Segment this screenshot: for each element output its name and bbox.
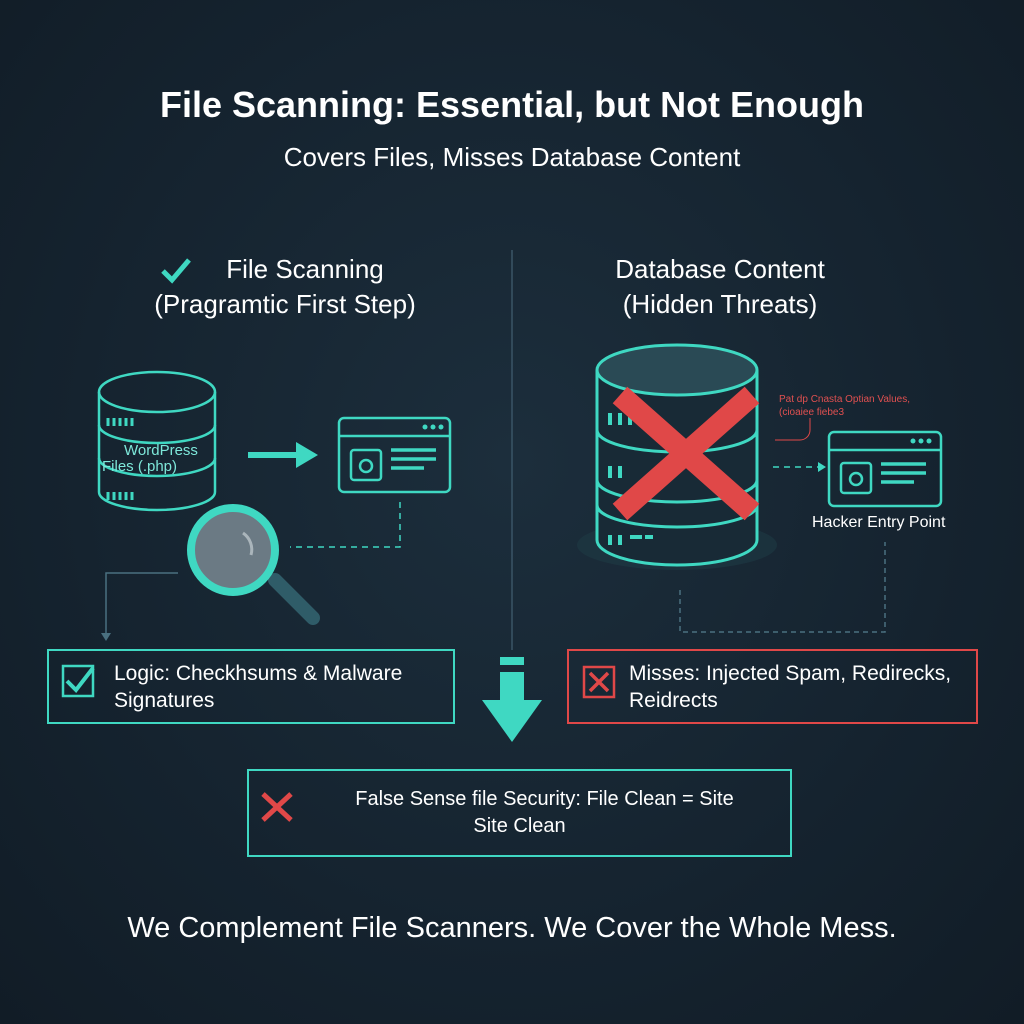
page-title: File Scanning: Essential, but Not Enough xyxy=(159,84,865,125)
logic-text: Logic: Checkhsums & Malware Signatures xyxy=(114,661,403,712)
db-label-line2: Files (.php) xyxy=(102,458,178,475)
hacker-entry-label: Hacker Entry Point xyxy=(812,514,946,531)
misses-box: Misses: Injected Spam, Redirecks, Reidre… xyxy=(567,649,978,724)
annotation-line1: Pat dp Cnasta Optian Values, xyxy=(779,394,911,405)
threat-annotation: Pat dp Cnasta Optian Values, (cioaiee fi… xyxy=(779,393,910,419)
red-x-icon xyxy=(612,386,760,521)
false-sense-box: False Sense file Security: File Clean = … xyxy=(247,769,792,857)
right-heading: Database Content (Hidden Threats) xyxy=(570,252,870,322)
logic-box: Logic: Checkhsums & Malware Signatures xyxy=(47,649,455,724)
page-subtitle: Covers Files, Misses Database Content xyxy=(283,142,741,172)
x-box-icon xyxy=(582,665,616,699)
annotation-line2: (cioaiee fiebe3 xyxy=(779,407,845,418)
browser-window-icon xyxy=(827,430,943,508)
arrow-down-icon xyxy=(482,657,542,742)
database-icon xyxy=(97,370,217,512)
right-heading-line2: (Hidden Threats) xyxy=(622,289,818,319)
db-label-line1: WordPress xyxy=(124,442,198,459)
x-icon xyxy=(261,792,293,822)
checkmark-icon xyxy=(161,258,191,284)
false-sense-line2: Site Clean xyxy=(473,815,566,837)
browser-window-icon xyxy=(337,416,452,494)
magnifier-icon xyxy=(187,504,320,625)
left-heading: File Scanning (Pragramtic First Step) xyxy=(130,252,440,322)
database-label: WordPress Files (.php) xyxy=(102,443,198,475)
left-heading-line2: (Pragramtic First Step) xyxy=(154,289,416,319)
right-heading-line1: Database Content xyxy=(615,254,825,284)
misses-text: Misses: Injected Spam, Redirecks, Reidre… xyxy=(629,661,952,712)
footer-tagline: We Complement File Scanners. We Cover th… xyxy=(127,912,897,944)
checkbox-icon xyxy=(61,664,95,698)
false-sense-line1: False Sense file Security: File Clean = … xyxy=(355,788,734,810)
left-heading-line1: File Scanning xyxy=(226,254,384,284)
